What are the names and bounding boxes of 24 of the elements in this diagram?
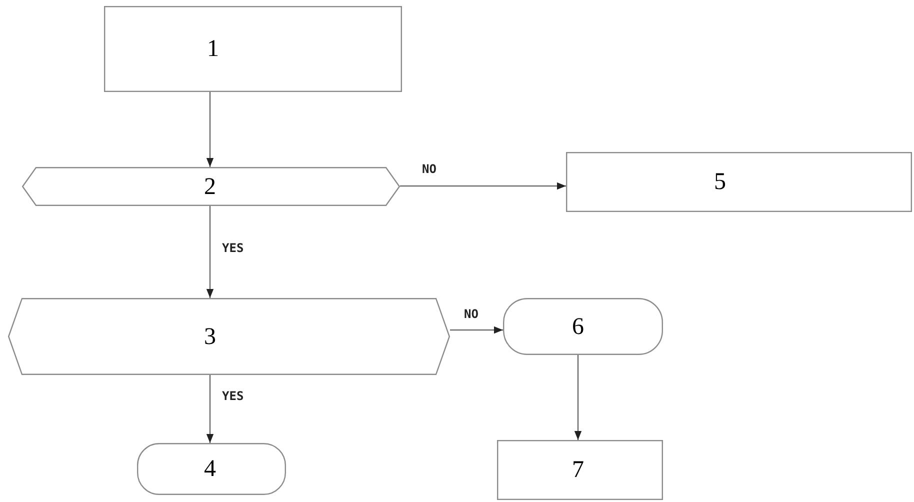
node-label: 6 bbox=[572, 314, 584, 338]
node-label: 7 bbox=[572, 458, 584, 482]
arrow bbox=[450, 326, 504, 334]
arrow bbox=[206, 374, 214, 444]
node-label: 4 bbox=[204, 457, 216, 481]
arrow bbox=[206, 206, 214, 298]
edge-label: YES bbox=[222, 242, 244, 254]
node-label: 1 bbox=[207, 37, 219, 61]
edge-label: NO bbox=[464, 308, 478, 320]
edge-label: YES bbox=[222, 390, 244, 402]
edge-label: NO bbox=[422, 163, 436, 175]
process-box bbox=[497, 440, 663, 500]
arrow bbox=[574, 354, 582, 440]
terminal-box bbox=[503, 298, 663, 355]
process-box bbox=[104, 6, 402, 92]
node-label: 3 bbox=[204, 324, 216, 348]
arrow bbox=[400, 182, 566, 190]
process-box bbox=[566, 152, 912, 212]
terminal-box bbox=[137, 443, 286, 495]
arrow bbox=[206, 92, 214, 168]
decision-hexagon bbox=[8, 298, 450, 375]
node-label: 5 bbox=[714, 170, 726, 194]
node-label: 2 bbox=[204, 174, 216, 198]
decision-hexagon bbox=[22, 167, 400, 206]
